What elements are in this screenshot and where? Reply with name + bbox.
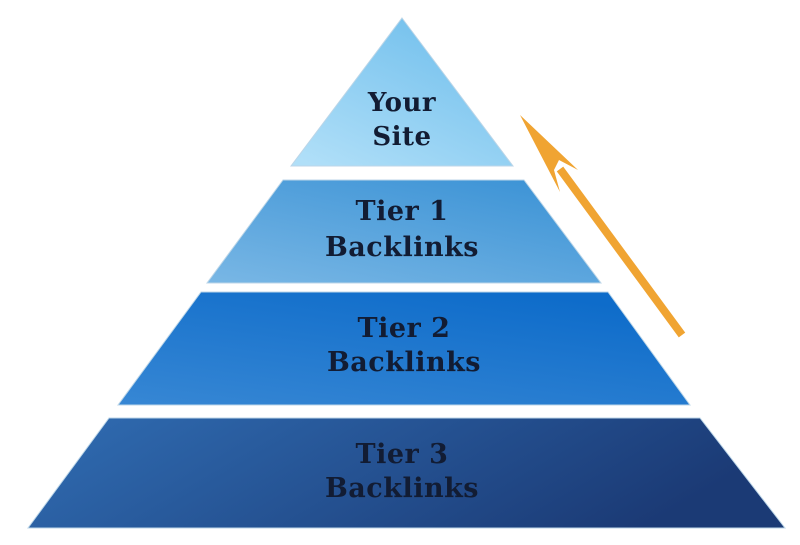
tier-3-label-line1: Tier 3: [356, 439, 449, 470]
upward-arrow: [520, 115, 686, 338]
tier-1-label-line2: Backlinks: [325, 232, 479, 263]
pyramid-level-tier-3: [27, 417, 787, 529]
tier-3-label-line2: Backlinks: [325, 473, 479, 504]
pyramid-level-your-site: [290, 17, 514, 167]
pyramid-level-tier-2: [117, 291, 691, 406]
your-site-label-line1: Your: [367, 88, 436, 118]
tier-2-label-line1: Tier 2: [358, 313, 451, 344]
pyramid-level-tier-1: [206, 179, 602, 284]
your-site-label-line2: Site: [372, 122, 431, 152]
arrow-shaft: [556, 166, 686, 338]
tier-1-label-line1: Tier 1: [356, 196, 449, 227]
tier-2-label-line2: Backlinks: [327, 347, 481, 378]
arrow-head-icon: [520, 115, 578, 192]
